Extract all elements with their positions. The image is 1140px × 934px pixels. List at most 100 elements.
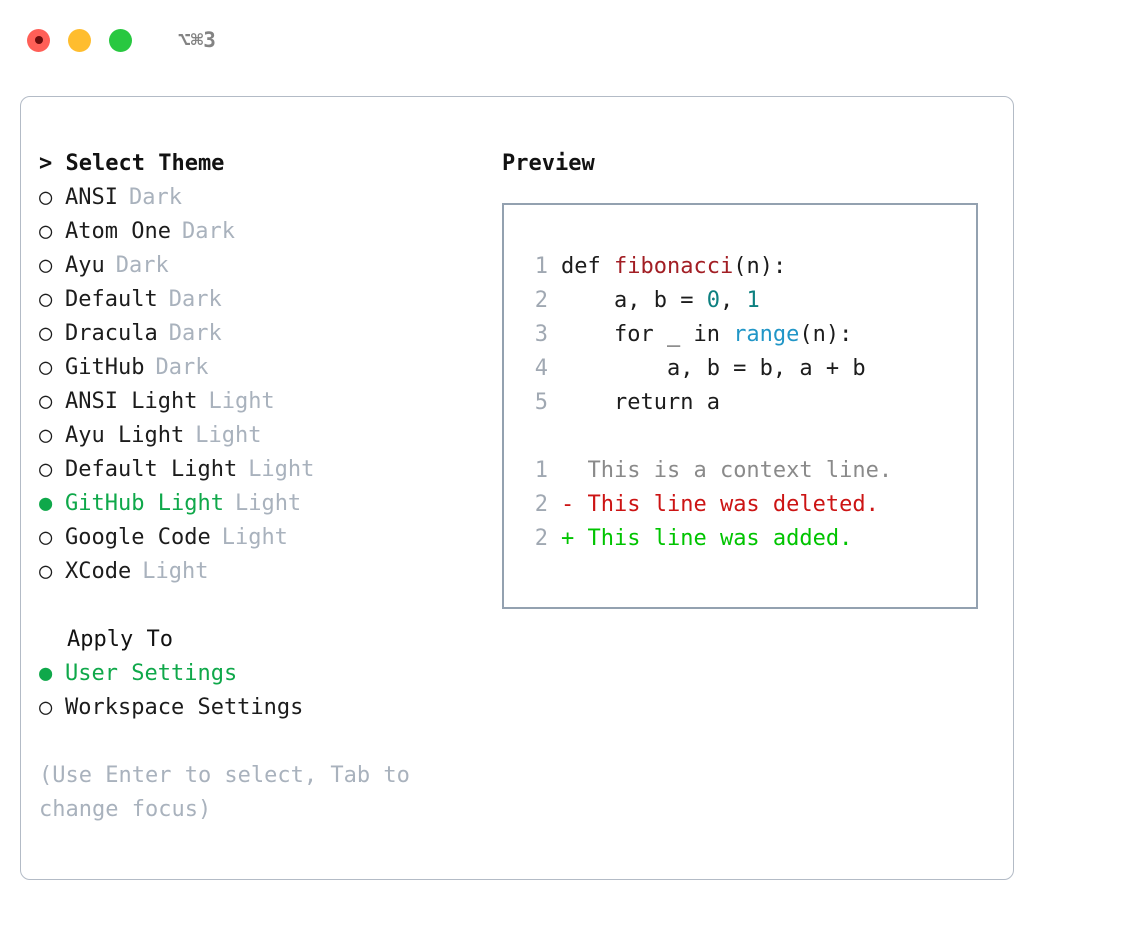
theme-option-tag: Light — [234, 491, 302, 516]
radio-unselected-icon: ○ — [39, 695, 53, 720]
apply-to-option-workspace-settings[interactable]: ○ Workspace Settings — [39, 691, 489, 725]
select-theme-header: > Select Theme — [39, 151, 225, 176]
diff-line-context: 1 This is a context line. — [522, 454, 976, 488]
theme-option-ansi[interactable]: ○ ANSI Dark — [39, 181, 489, 215]
radio-unselected-icon: ○ — [39, 389, 53, 414]
code-line-number: 3 — [534, 322, 548, 347]
title-bar: ⌥⌘3 — [0, 0, 1140, 80]
window-controls — [27, 28, 132, 52]
radio-selected-icon: ● — [39, 491, 53, 516]
close-button-icon[interactable] — [27, 28, 50, 52]
diff-line-content: - This line was deleted. — [561, 492, 879, 517]
code-line-number: 5 — [534, 390, 548, 415]
code-token-builtin: range — [733, 322, 800, 347]
theme-option-tag: Dark — [115, 253, 169, 278]
diff-line-content: + This line was added. — [561, 526, 852, 551]
theme-option-label: ANSI — [65, 185, 118, 210]
radio-unselected-icon: ○ — [39, 219, 53, 244]
radio-unselected-icon: ○ — [39, 457, 53, 482]
theme-option-label: Ayu — [65, 253, 105, 278]
radio-unselected-icon: ○ — [39, 525, 53, 550]
diff-line-number: 2 — [534, 492, 548, 517]
diff-line-content: This is a context line. — [561, 458, 892, 483]
theme-option-label: XCode — [65, 559, 132, 584]
code-line: 3 for _ in range(n): — [522, 318, 976, 352]
theme-option-label: Google Code — [65, 525, 211, 550]
maximize-button-icon[interactable] — [109, 28, 132, 52]
theme-option-label: Atom One — [65, 219, 171, 244]
code-token-plain: return a — [561, 390, 720, 415]
theme-option-ayu[interactable]: ○ Ayu Dark — [39, 249, 489, 283]
diff-line-number: 1 — [534, 458, 548, 483]
radio-unselected-icon: ○ — [39, 287, 53, 312]
theme-option-github[interactable]: ○ GitHub Dark — [39, 351, 489, 385]
theme-option-label: Ayu Light — [65, 423, 185, 448]
theme-option-atom-one[interactable]: ○ Atom One Dark — [39, 215, 489, 249]
code-line-number: 1 — [534, 254, 548, 279]
radio-unselected-icon: ○ — [39, 559, 53, 584]
diff-text: This line was deleted. — [574, 492, 879, 517]
code-token-plain: (n): — [733, 254, 787, 279]
minimize-button-icon[interactable] — [68, 28, 91, 52]
theme-option-label: Dracula — [65, 321, 158, 346]
apply-to-header: Apply To — [67, 627, 173, 652]
code-line-number: 2 — [534, 288, 548, 313]
code-diff-spacer — [522, 420, 976, 454]
code-token-plain: a, b = b, a + b — [561, 356, 866, 381]
code-token-plain: , — [719, 288, 747, 313]
radio-selected-icon: ● — [39, 661, 53, 686]
preview-header: Preview — [502, 151, 595, 176]
theme-option-tag: Dark — [168, 287, 222, 312]
diff-sign — [561, 458, 574, 483]
radio-unselected-icon: ○ — [39, 185, 53, 210]
keyboard-hint-text: (Use Enter to select, Tab to change focu… — [39, 763, 410, 822]
theme-option-label: ANSI Light — [65, 389, 198, 414]
code-line-number: 4 — [534, 356, 548, 381]
apply-to-option-user-settings[interactable]: ● User Settings — [39, 657, 489, 691]
theme-option-github-light[interactable]: ● GitHub Light Light — [39, 487, 489, 521]
theme-option-google-code[interactable]: ○ Google Code Light — [39, 521, 489, 555]
code-token-num: 1 — [746, 288, 760, 313]
radio-unselected-icon: ○ — [39, 423, 53, 448]
theme-option-default-light[interactable]: ○ Default Light Light — [39, 453, 489, 487]
theme-option-default[interactable]: ○ Default Dark — [39, 283, 489, 317]
diff-sample: 1 This is a context line.2- This line wa… — [522, 454, 976, 556]
radio-unselected-icon: ○ — [39, 355, 53, 380]
code-token-plain: def — [561, 254, 614, 279]
theme-option-tag: Light — [221, 525, 288, 550]
diff-text: This is a context line. — [574, 458, 893, 483]
theme-option-xcode[interactable]: ○ XCode Light — [39, 555, 489, 589]
apply-to-option-label: Workspace Settings — [65, 695, 304, 720]
theme-option-label: GitHub Light — [65, 491, 224, 516]
theme-option-tag: Light — [142, 559, 209, 584]
theme-option-tag: Dark — [181, 219, 235, 244]
diff-sign: - — [561, 492, 575, 517]
theme-option-tag: Dark — [155, 355, 209, 380]
close-dot-icon — [34, 36, 43, 44]
diff-text: This line was added. — [574, 526, 853, 551]
apply-to-option-label: User Settings — [65, 661, 238, 686]
theme-option-label: Default Light — [65, 457, 238, 482]
keyboard-shortcut-label: ⌥⌘3 — [178, 28, 216, 52]
diff-sign: + — [561, 526, 575, 551]
code-token-num: 0 — [706, 288, 720, 313]
code-token-plain: (n): — [799, 322, 853, 347]
theme-option-tag: Dark — [128, 185, 182, 210]
theme-option-ansi-light[interactable]: ○ ANSI Light Light — [39, 385, 489, 419]
radio-unselected-icon: ○ — [39, 253, 53, 278]
theme-option-tag: Light — [208, 389, 275, 414]
theme-option-tag: Light — [248, 457, 315, 482]
theme-option-label: GitHub — [65, 355, 145, 380]
apply-to-list: ● User Settings ○ Workspace Settings — [39, 657, 489, 725]
theme-option-label: Default — [65, 287, 158, 312]
code-line: 4 a, b = b, a + b — [522, 352, 976, 386]
